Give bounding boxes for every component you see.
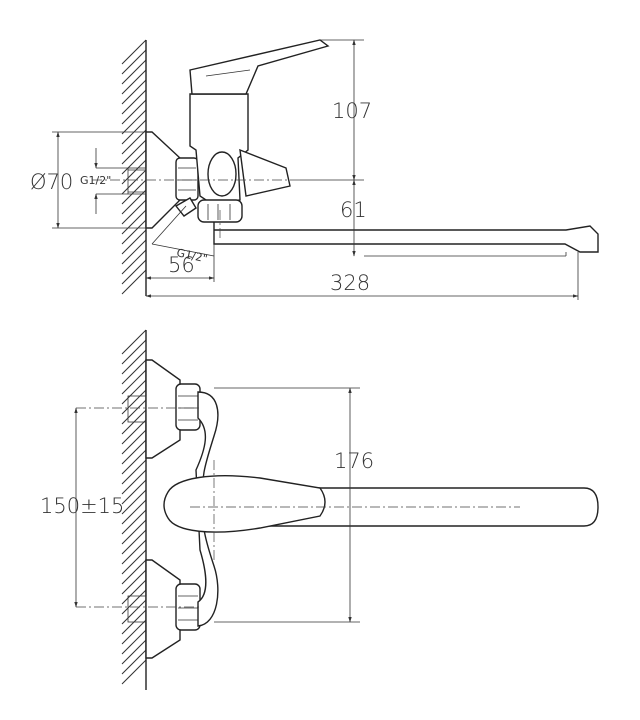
hatch-line <box>121 399 147 425</box>
hatch-line <box>121 349 147 375</box>
hatch-line <box>121 59 147 85</box>
wall-hatch-top <box>121 39 147 295</box>
upper-inlet <box>127 395 147 423</box>
hatch-line <box>121 489 147 515</box>
hatch-line <box>121 439 147 465</box>
hatch-line <box>121 269 147 295</box>
hatch-line <box>121 69 147 95</box>
hatch-line <box>121 539 147 565</box>
side-view: Ø70 G1/2" G1/2" 107 61 56 328 <box>30 39 599 300</box>
leader-thread-bottom-tail <box>151 243 215 257</box>
hatch-line <box>121 219 147 245</box>
hatch-line <box>121 659 147 685</box>
hatch-line <box>121 519 147 545</box>
lower-nut-facets <box>178 595 198 621</box>
hatch-line <box>121 139 147 165</box>
dim-inlet-spacing: 150±15 <box>40 494 124 518</box>
dim-wall-offset: 56 <box>168 253 195 277</box>
hatch-line <box>121 419 147 445</box>
hatch-line <box>121 369 147 395</box>
hatch-line <box>121 629 147 655</box>
top-view: 150±15 176 <box>40 329 599 690</box>
wall-hatch-bottom <box>121 329 147 685</box>
hatch-line <box>121 339 147 365</box>
hatch-line <box>121 109 147 135</box>
hatch-line <box>121 259 147 285</box>
hatch-line <box>121 229 147 255</box>
hatch-line <box>121 199 147 225</box>
coupling-nut <box>175 157 199 201</box>
hatch-line <box>121 159 147 185</box>
hatch-line <box>121 459 147 485</box>
hatch-line <box>121 429 147 455</box>
inlet-pipe <box>127 167 147 195</box>
hatch-line <box>121 149 147 175</box>
hatch-line <box>121 389 147 415</box>
hatch-line <box>121 479 147 505</box>
lever-handle <box>189 39 330 95</box>
hatch-line <box>121 99 147 125</box>
spout <box>213 222 599 253</box>
cartridge-cap <box>239 148 291 197</box>
hatch-line <box>121 249 147 275</box>
hatch-line <box>121 589 147 615</box>
dim-diameter: Ø70 <box>30 170 73 194</box>
hatch-line <box>121 579 147 605</box>
upper-flange <box>145 359 181 459</box>
lever-edge <box>205 69 251 77</box>
hatch-line <box>121 379 147 405</box>
diverter-grip <box>207 204 231 220</box>
lower-flange <box>145 559 181 659</box>
hatch-line <box>121 549 147 575</box>
leader-thread-bottom <box>151 205 187 245</box>
hatch-line <box>121 619 147 645</box>
hatch-line <box>121 239 147 265</box>
hatch-line <box>121 569 147 595</box>
hatch-line <box>121 509 147 535</box>
lower-inlet <box>127 595 147 623</box>
hatch-line <box>121 559 147 585</box>
dim-spout-length: 328 <box>330 271 370 295</box>
dim-height-lever: 107 <box>332 99 372 123</box>
hatch-line <box>121 329 147 355</box>
hatch-line <box>121 129 147 155</box>
hatch-line <box>121 639 147 665</box>
hatch-line <box>121 529 147 555</box>
hatch-line <box>121 39 147 65</box>
dim-thread-top: G1/2" <box>80 174 111 187</box>
dim-spout-reach: 176 <box>334 449 374 473</box>
hatch-line <box>121 499 147 525</box>
hatch-line <box>121 209 147 235</box>
hatch-line <box>121 599 147 625</box>
lever-top <box>163 474 326 533</box>
hatch-line <box>121 469 147 495</box>
hatch-line <box>121 79 147 105</box>
hatch-line <box>121 89 147 115</box>
dim-thread-bottom: G1/2" <box>175 246 208 265</box>
body-ring <box>207 151 237 197</box>
upper-nut <box>175 383 201 431</box>
hatch-line <box>121 169 147 195</box>
hatch-line <box>121 449 147 475</box>
dim-height-spout: 61 <box>340 198 367 222</box>
hatch-line <box>121 49 147 75</box>
hatch-line <box>121 649 147 675</box>
inlet-thread <box>128 169 146 193</box>
hatch-line <box>121 359 147 385</box>
